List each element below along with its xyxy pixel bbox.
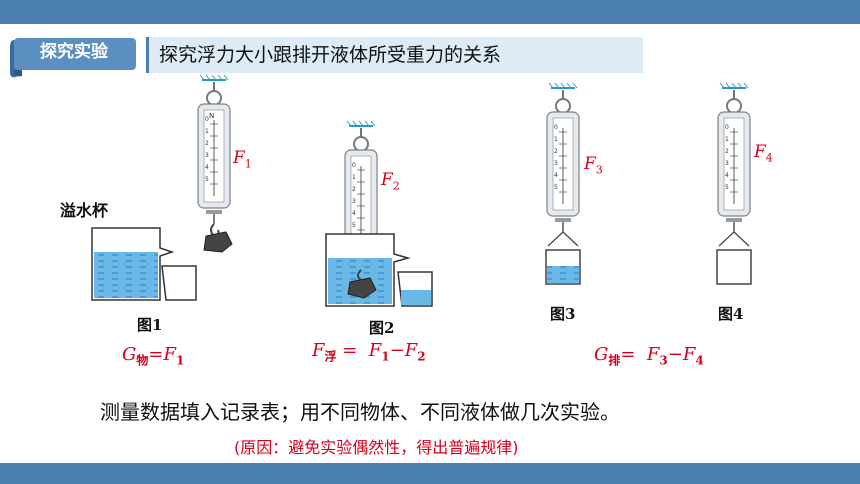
tag-ribbon — [10, 38, 136, 78]
instruction-text: 测量数据填入记录表；用不同物体、不同液体做几次实验。 — [100, 400, 620, 424]
scale-tick-label: 5 — [205, 176, 209, 183]
scale-tick-label: 3 — [352, 198, 356, 205]
scale-tick-label: 5 — [352, 222, 356, 229]
scale-tick-label: 2 — [205, 140, 209, 147]
scale-tick-label: 2 — [725, 148, 729, 155]
scale-tick-label: 4 — [205, 164, 209, 171]
scale-tick-label: 4 — [554, 172, 558, 179]
bottom-bar — [0, 463, 860, 484]
scale-tick-label: 3 — [725, 160, 729, 167]
page-title: 探究浮力大小跟排开液体所受重力的关系 — [159, 44, 502, 66]
tag-label: 探究实验 — [40, 42, 108, 62]
scale-tick-label: 2 — [554, 148, 558, 155]
scale-tick-label: 2 — [352, 186, 356, 193]
scale-unit: N — [209, 112, 215, 120]
equation-displaced: G排= F3−F4 — [594, 344, 704, 368]
reason-text: (原因：避免实验偶然性，得出普遍规律) — [234, 438, 519, 457]
scale-tick-label: 0 — [725, 124, 729, 131]
scale-tick-label: 0 — [554, 124, 558, 131]
scale-tick-label: 4 — [352, 210, 356, 217]
force-label-4: F4 — [754, 142, 773, 165]
force-label-2: F2 — [381, 170, 400, 193]
scale-tick-label: 4 — [725, 172, 729, 179]
scale-tick-label: 1 — [205, 128, 209, 135]
cup-label: 溢水杯 — [60, 201, 109, 220]
scale-tick-label: 3 — [205, 152, 209, 159]
fig-label-3: 图3 — [550, 305, 576, 323]
fig-label-2: 图2 — [369, 319, 395, 337]
scale-tick-label: 0 — [352, 162, 356, 169]
scale-tick-label: 3 — [554, 160, 558, 167]
top-bar — [0, 0, 860, 24]
fig-label-4: 图4 — [718, 305, 744, 323]
equation-buoyancy: F浮 = F1−F2 — [312, 340, 426, 364]
force-label-3: F3 — [584, 154, 603, 177]
equation-weight: G物=F1 — [122, 344, 185, 368]
scale-tick-label: 1 — [725, 136, 729, 143]
scale-tick-label: 0 — [205, 116, 209, 123]
scale-tick-label: 5 — [554, 184, 558, 191]
fig-label-1: 图1 — [137, 316, 163, 334]
force-label-1: F1 — [233, 148, 252, 171]
title-box: 探究浮力大小跟排开液体所受重力的关系 — [146, 37, 643, 73]
scale-tick-label: 1 — [352, 174, 356, 181]
scale-tick-label: 1 — [554, 136, 558, 143]
scale-tick-label: 5 — [725, 184, 729, 191]
